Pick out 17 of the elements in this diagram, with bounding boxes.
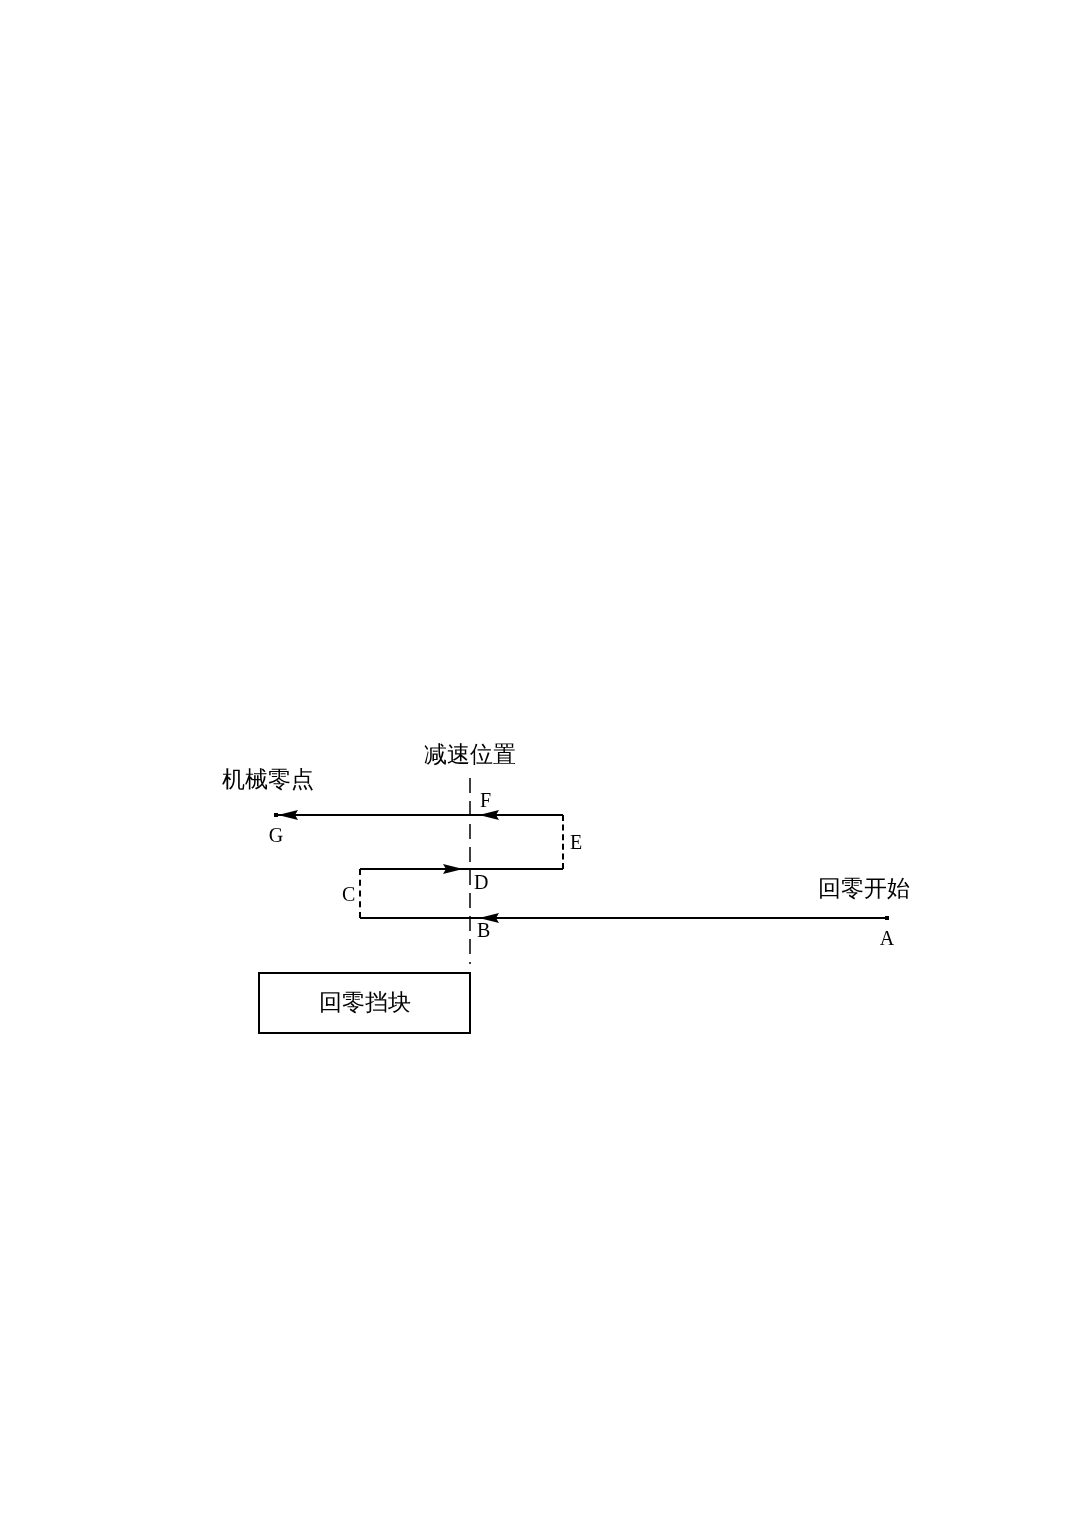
point-label: D [474,872,489,892]
dashed-segment: C [339,869,361,918]
stop-block: 回零挡块 [258,972,471,1034]
point-label: G [268,825,284,845]
arrow [359,864,464,874]
annotation-label: 回零开始 [818,876,910,902]
point-label: A [879,928,895,948]
annotation-label: 机械零点 [222,767,314,793]
path-line [462,868,564,870]
annotation-label: 减速位置 [424,742,516,768]
point-label: F [480,790,492,810]
arrow [277,810,480,820]
arrow [478,810,564,820]
dashed-segment: E [562,815,586,869]
path-line [359,917,480,919]
arrow [478,913,886,923]
point-label: B [477,920,491,940]
